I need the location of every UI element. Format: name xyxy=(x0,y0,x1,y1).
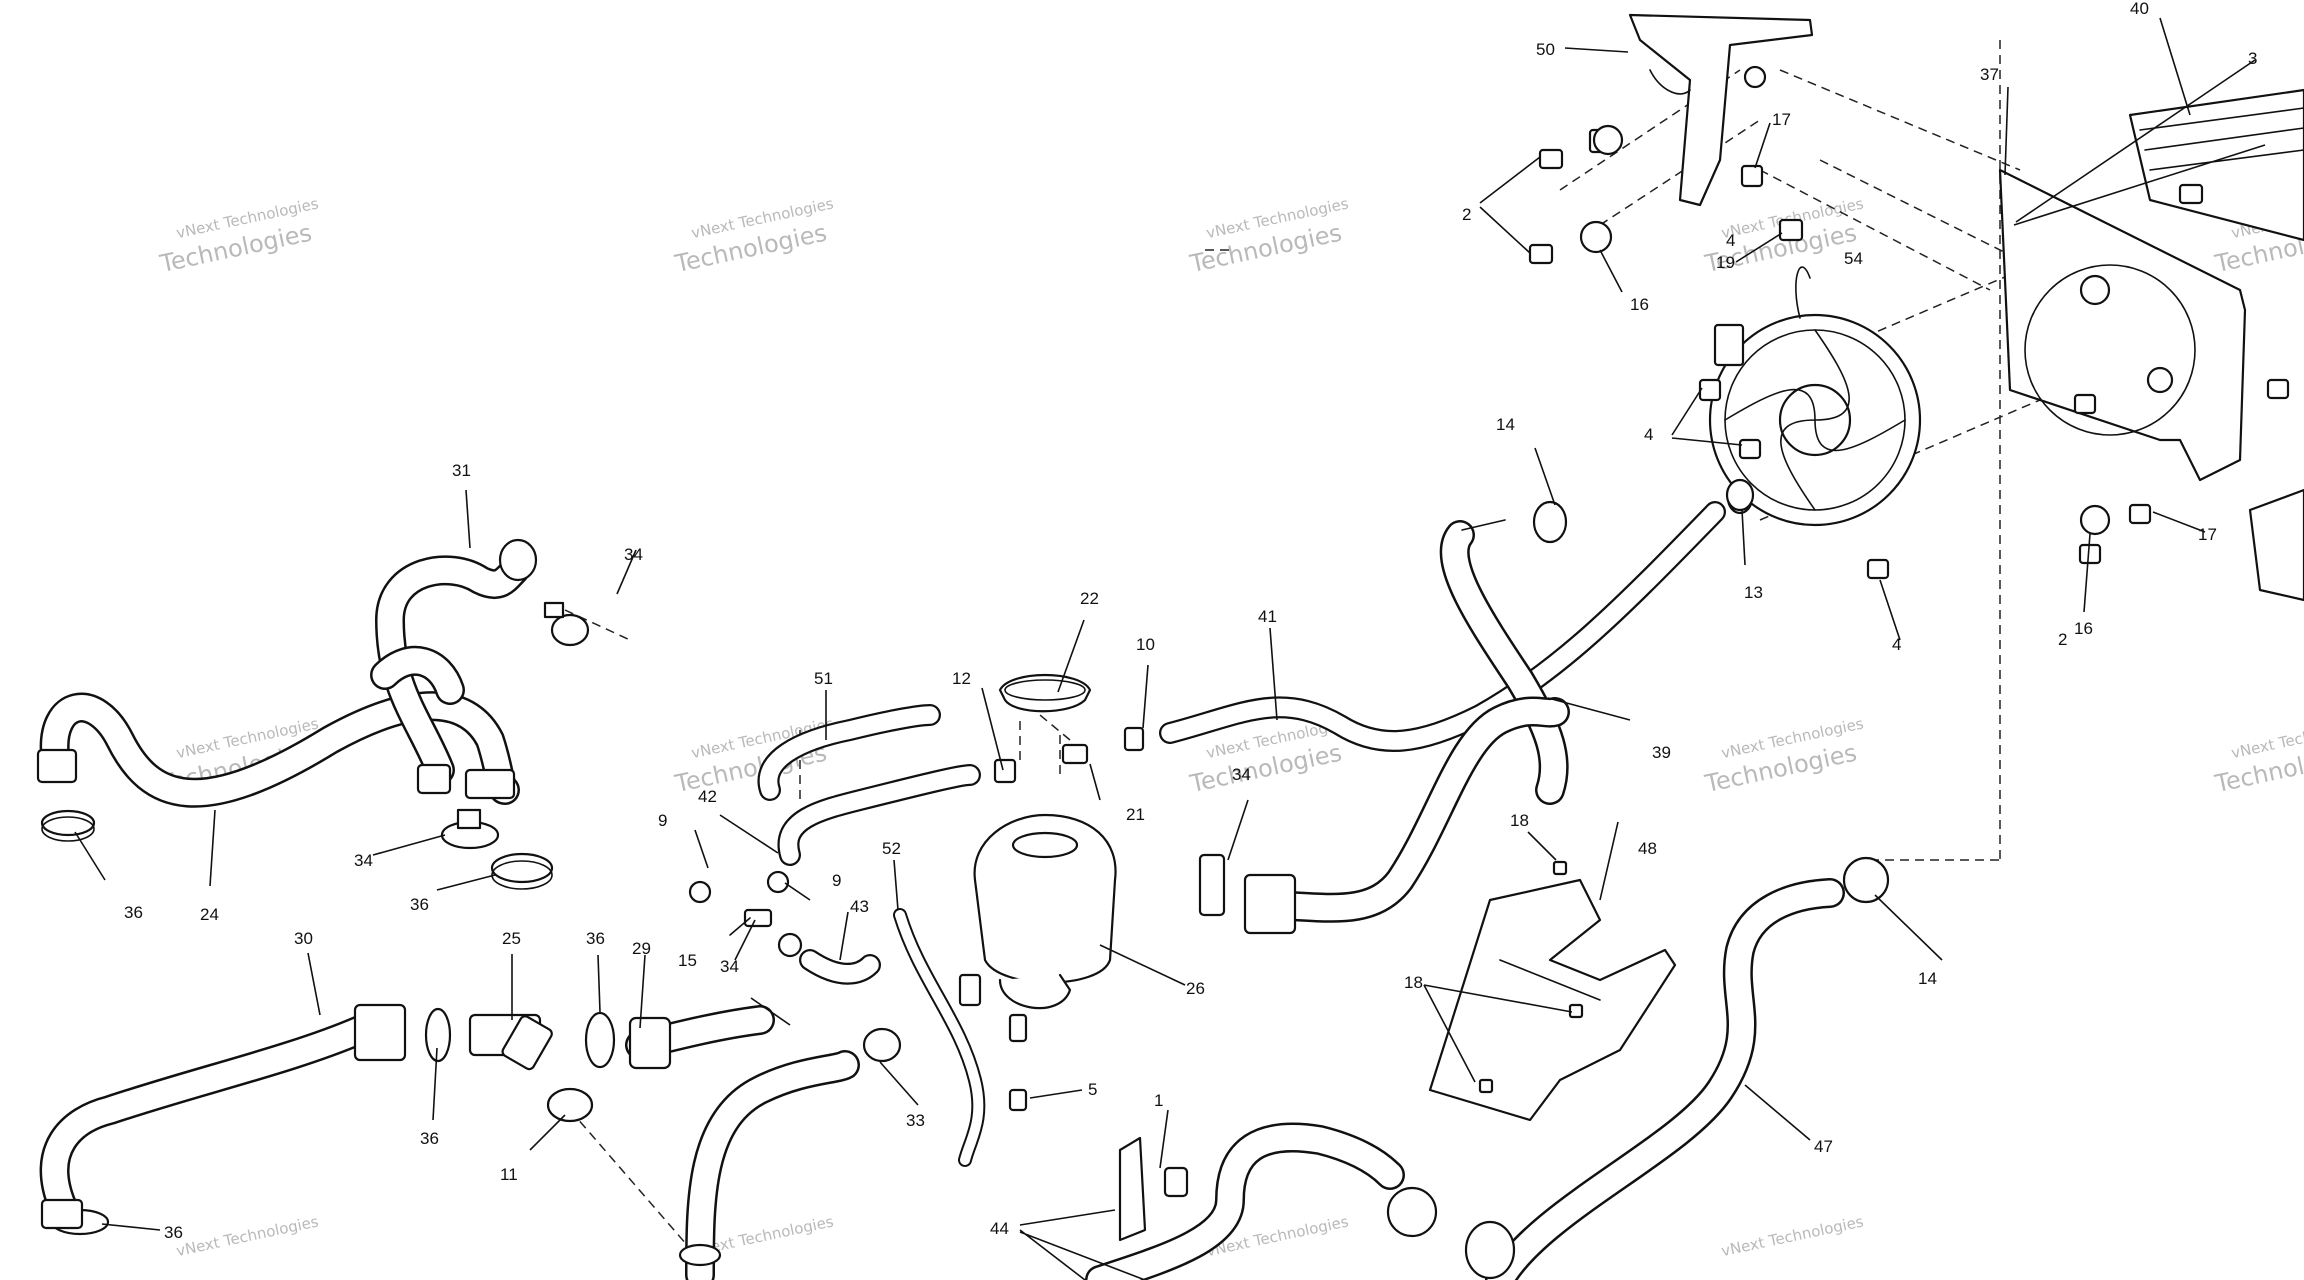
watermark-10: vNext Technologies Technologies xyxy=(2212,714,2304,798)
callout-24: 24 xyxy=(200,905,219,924)
watermark-8: vNext Technologies Technologies xyxy=(1702,714,1866,798)
callout-14b: 14 xyxy=(1918,969,1937,988)
watermark-text-21: vNext Technologies xyxy=(175,1212,321,1260)
callout-18b: 18 xyxy=(1404,973,1423,992)
callout-4a: 4 xyxy=(1644,425,1653,444)
callout-4b: 4 xyxy=(1892,635,1901,654)
callout-18a: 18 xyxy=(1510,811,1529,830)
callout-44: 44 xyxy=(990,1219,1009,1238)
watermark-2: vNext Technologies Technologies xyxy=(672,194,836,278)
watermark-text-24: vNext Technologies xyxy=(1720,1212,1866,1260)
fan-54-assembly xyxy=(1698,218,1922,580)
callout-30: 30 xyxy=(294,929,313,948)
callout-34d: 34 xyxy=(1232,765,1251,784)
callout-13: 13 xyxy=(1744,583,1763,602)
hose-1-44 xyxy=(1085,1122,1438,1280)
callout-2b: 2 xyxy=(2058,630,2067,649)
callout-33: 33 xyxy=(906,1111,925,1130)
callout-15: 15 xyxy=(678,951,697,970)
callout-34a: 34 xyxy=(624,545,643,564)
callouts: 1 2 2 3 4 4 4 5 9 9 10 11 12 13 14 14 15… xyxy=(124,0,2257,1242)
callout-5: 5 xyxy=(1088,1080,1097,1099)
callout-52: 52 xyxy=(882,839,901,858)
callout-16a: 16 xyxy=(1630,295,1649,314)
leader-lines xyxy=(74,17,2266,1280)
callout-39: 39 xyxy=(1652,743,1671,762)
callout-36e: 36 xyxy=(164,1223,183,1242)
watermark-1: vNext Technologies Technologies xyxy=(157,194,321,278)
heat-shield-48 xyxy=(1428,860,1677,1122)
small-hoses-center xyxy=(688,704,981,985)
callout-48: 48 xyxy=(1638,839,1657,858)
callout-9a: 9 xyxy=(658,811,667,830)
callout-51: 51 xyxy=(814,669,833,688)
hose-30-25-29 xyxy=(39,1003,775,1236)
callout-22: 22 xyxy=(1080,589,1099,608)
watermark-3: vNext Technologies Technologies xyxy=(1187,194,1351,278)
callout-36c: 36 xyxy=(586,929,605,948)
callout-11: 11 xyxy=(500,1165,518,1184)
callout-40: 40 xyxy=(2130,0,2149,18)
bracket-50-assembly xyxy=(1528,13,1814,265)
callout-29: 29 xyxy=(632,939,651,958)
radiator-shroud-assembly xyxy=(1998,88,2304,602)
hose-41-39 xyxy=(1159,481,1754,935)
callout-34c: 34 xyxy=(720,957,739,976)
callout-17a: 17 xyxy=(1772,110,1791,129)
coolant-tank-assembly xyxy=(958,674,1145,1112)
callout-34b: 34 xyxy=(354,851,373,870)
hose-47 xyxy=(1464,856,1890,1280)
callout-36d: 36 xyxy=(420,1129,439,1148)
watermark-14: vNext Technologies xyxy=(1720,1212,1866,1260)
callout-43: 43 xyxy=(850,897,869,916)
watermark-6: vNext Technologies Technologies xyxy=(672,714,836,798)
callout-3: 3 xyxy=(2248,49,2257,68)
callout-10: 10 xyxy=(1136,635,1155,654)
callout-50: 50 xyxy=(1536,40,1555,59)
callout-36a: 36 xyxy=(124,903,143,922)
callout-17b: 17 xyxy=(2198,525,2217,544)
clamps-upper-left xyxy=(40,601,590,890)
hose-bottom-center xyxy=(678,1027,902,1280)
callout-2a: 2 xyxy=(1462,205,1471,224)
hose-52 xyxy=(893,908,986,1167)
callout-25: 25 xyxy=(502,929,521,948)
callout-26: 26 xyxy=(1186,979,1205,998)
callout-36b: 36 xyxy=(410,895,429,914)
callout-31: 31 xyxy=(452,461,471,480)
callout-4c: 4 xyxy=(1726,231,1735,250)
watermark-11: vNext Technologies xyxy=(175,1212,321,1260)
callout-42: 42 xyxy=(698,787,717,806)
callout-1: 1 xyxy=(1154,1091,1163,1110)
callout-21: 21 xyxy=(1126,805,1145,824)
callout-12: 12 xyxy=(952,669,971,688)
hose-24-31 xyxy=(36,538,538,808)
callout-16b: 16 xyxy=(2074,619,2093,638)
callout-19: 19 xyxy=(1716,253,1735,272)
callout-37: 37 xyxy=(1980,65,1999,84)
callout-9b: 9 xyxy=(832,871,841,890)
callout-54: 54 xyxy=(1844,249,1863,268)
callout-47: 47 xyxy=(1814,1137,1833,1156)
callout-14a: 14 xyxy=(1496,415,1515,434)
callout-41: 41 xyxy=(1258,607,1277,626)
